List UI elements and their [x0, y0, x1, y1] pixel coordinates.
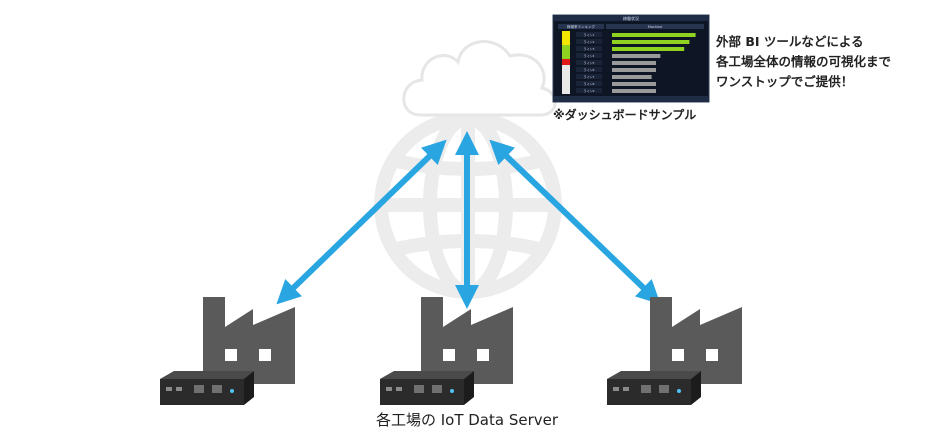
dashboard-row-bar — [612, 61, 656, 65]
dashboard-row-bar — [612, 54, 661, 58]
callout-line-1: 外部 BI ツールなどによる — [716, 34, 864, 49]
dashboard-row-bar — [612, 82, 656, 86]
dashboard-row-label-bg — [576, 32, 602, 37]
dashboard-row-label-bg — [576, 81, 602, 86]
dashboard-row-bar — [612, 75, 652, 79]
dashboard-row-label-bg — [576, 74, 602, 79]
dashboard-row-label-bg — [576, 88, 602, 93]
server-icon — [380, 371, 474, 405]
dashboard-tab-right: Machine — [648, 25, 663, 29]
callout-line-3: ワンストップでご提供！ — [716, 74, 854, 89]
dashboard-row-label-bg — [576, 67, 602, 72]
dashboard-row-label: ライン4 — [584, 53, 595, 58]
factory-icon — [203, 297, 295, 384]
dashboard-row-label: ライン5 — [584, 60, 595, 65]
factory-icon — [650, 297, 742, 384]
dashboard-thumbnail: 稼働状況 稼働率ランキング Machine ライン1 ライン2 ライン3 ライン4 ライ… — [552, 14, 710, 103]
dashboard-header-title: 稼働状況 — [623, 15, 639, 21]
callout-text: 外部 BI ツールなどによる 各工場全体の情報の可視化まで ワンストップでご提供… — [716, 32, 891, 92]
dashboard-row-label-bg — [576, 53, 602, 58]
dashboard-caption: ※ダッシュボードサンプル — [553, 108, 697, 122]
dashboard-row-label: ライン6 — [584, 67, 595, 72]
dashboard-row-label-bg — [576, 60, 602, 65]
dashboard-row-bar — [612, 33, 696, 37]
dashboard-row-label-bg — [576, 46, 602, 51]
server-left — [160, 371, 254, 405]
dashboard-row-label: ライン1 — [584, 32, 595, 37]
dashboard-row-label: ライン8 — [584, 81, 595, 86]
dashboard-row-bar — [612, 89, 656, 93]
dashboard-row-label: ライン2 — [584, 39, 595, 44]
arrow-right — [489, 139, 661, 305]
arrow-left — [276, 139, 447, 305]
dashboard-row-label: ライン3 — [584, 46, 595, 51]
dashboard-tab-left: 稼働率ランキング — [567, 24, 595, 29]
dashboard-row-bar — [612, 40, 690, 44]
bottom-label: 各工場の IoT Data Server — [375, 411, 559, 429]
factory-left — [203, 297, 295, 384]
arrows — [276, 131, 661, 309]
callout-line-2: 各工場全体の情報の可視化まで — [716, 54, 892, 69]
server-icon — [607, 371, 701, 405]
server-right — [607, 371, 701, 405]
server-icon — [160, 371, 254, 405]
server-center — [380, 371, 474, 405]
factory-right — [650, 297, 742, 384]
dashboard-row-label: ライン7 — [584, 74, 595, 79]
dashboard-row-bar — [612, 68, 656, 72]
factory-center — [421, 297, 513, 384]
dashboard-row-label: ライン9 — [584, 88, 595, 93]
factory-icon — [421, 297, 513, 384]
cloud-icon — [402, 40, 557, 117]
dashboard-row-label-bg — [576, 39, 602, 44]
dashboard-row-bar — [612, 47, 685, 51]
